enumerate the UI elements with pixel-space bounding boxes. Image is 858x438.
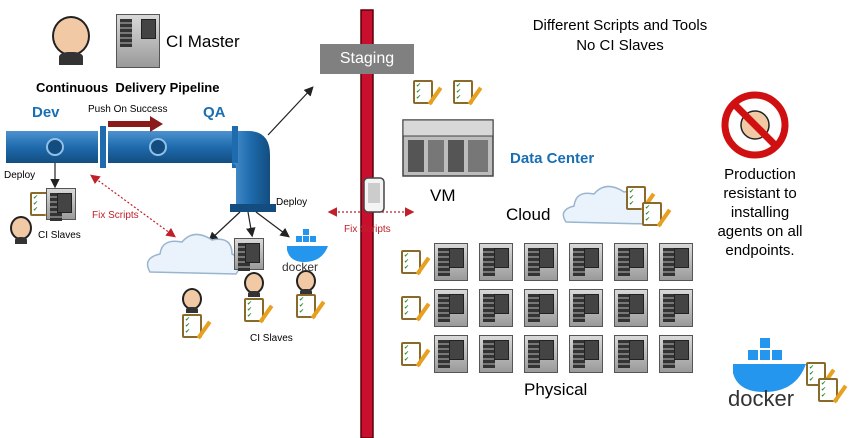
staging-label: Staging [320,44,414,74]
dev-label: Dev [32,104,60,121]
jenkins-slave-icon [182,288,202,314]
script-icon [413,80,433,104]
script-icon [818,378,838,402]
docker-large-label: docker [728,386,795,411]
deploy-qa-label: Deploy [276,197,308,208]
push-on-success-label: Push On Success [88,104,168,115]
physical-server-icon [614,289,648,327]
physical-server-icon [659,289,693,327]
ci-slaves-bottom-label: CI Slaves [250,333,293,344]
physical-server-icon [479,289,513,327]
ci-master-server-icon [116,14,160,68]
header-line-1: Different Scripts and Tools [532,17,708,34]
script-icon [296,294,316,318]
physical-server-icon [659,243,693,281]
script-icon [626,186,646,210]
jenkins-slave-icon [244,272,264,298]
fix-scripts-staging-label: Fix Scripts [344,224,391,235]
qa-label: QA [203,104,226,121]
physical-server-icon [659,335,693,373]
physical-server-icon [479,243,513,281]
cloud-left [146,233,241,275]
script-icon [244,298,264,322]
cloud-label: Cloud [506,205,551,224]
jenkins-slave-icon [10,216,32,244]
docker-whale-large [733,338,806,392]
physical-server-icon [524,335,558,373]
physical-server-icon [524,243,558,281]
deploy-left-label: Deploy [4,170,36,181]
physical-server-icon [434,243,468,281]
production-line: Production [724,166,796,183]
ci-slaves-left-label: CI Slaves [38,230,81,241]
jenkins-master-icon [52,16,90,65]
physical-server-icon [569,289,603,327]
production-line: endpoints. [725,242,795,259]
pipeline [6,126,276,212]
production-line: resistant to [723,185,797,202]
docker-whale-small [287,229,328,262]
header-line-2: No CI Slaves [576,37,664,54]
production-note: Production resistant to installing agent… [706,165,814,260]
slave-server-icon [46,188,76,221]
ci-master-label: CI Master [166,32,240,51]
physical-server-icon [479,335,513,373]
push-arrow [108,116,163,132]
pipeline-title: Continuous Delivery Pipeline [36,80,220,95]
production-line: installing [730,204,790,221]
data-center-label: Data Center [510,150,595,167]
slave-server-icon [234,238,264,271]
script-icon [401,296,421,320]
docker-small-label: docker [282,260,319,274]
physical-server-icon [614,243,648,281]
staging-bar [360,9,374,438]
physical-server-icon [524,289,558,327]
jenkins-slave-icon [296,270,316,296]
vm-label: VM [430,186,456,205]
script-icon [182,314,202,338]
script-icon [401,250,421,274]
fix-scripts-left-label: Fix Scripts [92,210,139,221]
production-line: agents on all [717,223,803,240]
script-icon [642,202,662,226]
physical-server-icon [569,243,603,281]
physical-server-icon [434,335,468,373]
script-icon [401,342,421,366]
physical-label: Physical [524,380,588,399]
physical-server-icon [614,335,648,373]
script-icon [453,80,473,104]
physical-server-icon [434,289,468,327]
physical-server-icon [569,335,603,373]
